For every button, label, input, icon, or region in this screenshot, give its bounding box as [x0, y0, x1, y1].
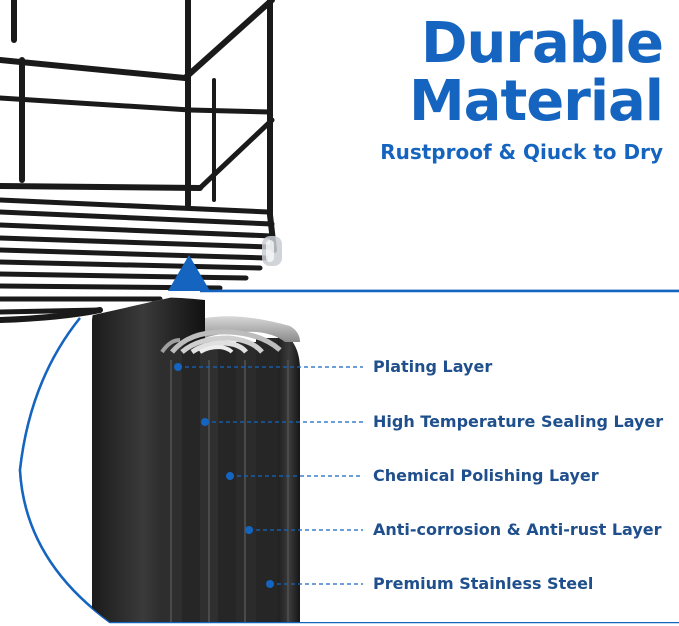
- layer-label-stainless-steel: Premium Stainless Steel: [373, 574, 594, 593]
- layer-label-anti-corrosion: Anti-corrosion & Anti-rust Layer: [373, 520, 662, 539]
- headline-line-2: Material: [408, 69, 664, 134]
- suction-foot: [262, 236, 282, 266]
- callout-leaders: [178, 366, 363, 585]
- rod-cross-section: [92, 297, 300, 622]
- layer-label-plating: Plating Layer: [373, 357, 493, 376]
- layer-label-polishing: Chemical Polishing Layer: [373, 466, 599, 485]
- layer-label-sealing: High Temperature Sealing Layer: [373, 412, 664, 431]
- headline-line-1: Durable: [420, 11, 664, 76]
- callout-dots: [174, 363, 274, 588]
- headline-subtitle: Rustproof & Qiuck to Dry: [380, 140, 663, 164]
- wire-rack: [0, 0, 277, 323]
- pointer-arrow-icon: [168, 255, 210, 291]
